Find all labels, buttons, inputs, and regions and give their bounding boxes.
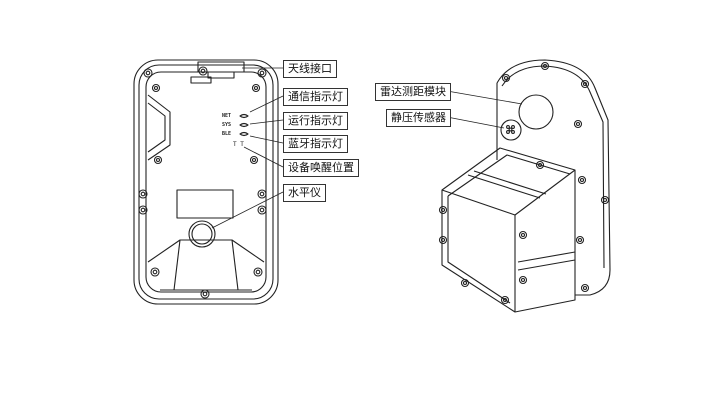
bubble-level-inner xyxy=(191,223,213,245)
bottom-funnel-left xyxy=(173,239,181,291)
net-led-label: NET xyxy=(222,113,232,119)
leader-radar xyxy=(446,90,523,105)
bottom-funnel-top xyxy=(147,239,265,263)
left-wedge-inner xyxy=(147,102,166,153)
device-iso-view xyxy=(438,59,611,313)
sys-led-label: SYS xyxy=(222,122,232,128)
box-top-groove-1 xyxy=(467,174,541,199)
leader-run xyxy=(249,119,284,125)
label-bt-indicator: 蓝牙指示灯 xyxy=(283,135,348,153)
label-level: 水平仪 xyxy=(283,184,326,202)
pressure-sensor xyxy=(500,119,522,141)
antenna-port-tab xyxy=(190,76,212,84)
box-top-ridge xyxy=(441,169,576,216)
leader-level xyxy=(211,191,284,229)
box-top-groove-2 xyxy=(473,170,547,195)
bottom-funnel-right xyxy=(231,239,239,291)
ble-led-label: BLE xyxy=(222,131,232,137)
sys-led-icon xyxy=(239,122,249,128)
label-pressure-sensor: 静压传感器 xyxy=(386,109,451,127)
screw-holes-front xyxy=(138,66,267,299)
label-wake-position: 设备唤醒位置 xyxy=(283,159,359,177)
leader-wake xyxy=(243,146,284,168)
bubble-level-outer xyxy=(188,220,216,248)
box-left-inner xyxy=(447,196,511,304)
box-top-inner xyxy=(447,154,571,197)
leader-comm xyxy=(249,95,284,113)
housing-outline-inner xyxy=(138,64,274,300)
screw-holes-box xyxy=(438,205,528,305)
leader-lines-right xyxy=(446,90,523,129)
housing-inner-wall xyxy=(145,71,267,293)
backplate-outline xyxy=(496,59,611,296)
box-body-outline xyxy=(441,147,576,313)
label-antenna-port: 天线接口 xyxy=(283,60,337,78)
backplate-inner xyxy=(501,65,605,269)
radar-module-lens xyxy=(518,94,554,130)
housing-outline-outer xyxy=(133,59,279,305)
net-led-icon xyxy=(239,113,249,119)
ble-led-icon xyxy=(239,131,249,137)
box-side-groove-2 xyxy=(517,259,576,271)
left-wedge xyxy=(147,94,171,161)
leader-pressure xyxy=(446,116,505,129)
level-window xyxy=(176,189,234,219)
antenna-port-socket xyxy=(207,71,235,79)
device-front-view xyxy=(133,59,279,305)
leader-bt xyxy=(249,135,284,144)
leader-lines-left xyxy=(211,67,284,229)
wake-mark: T T xyxy=(233,141,244,148)
box-side-groove-1 xyxy=(517,251,576,263)
screw-holes-back xyxy=(501,61,610,293)
label-radar-module: 雷达测距模块 xyxy=(375,83,451,101)
label-run-indicator: 运行指示灯 xyxy=(283,112,348,130)
label-comm-indicator: 通信指示灯 xyxy=(283,88,348,106)
